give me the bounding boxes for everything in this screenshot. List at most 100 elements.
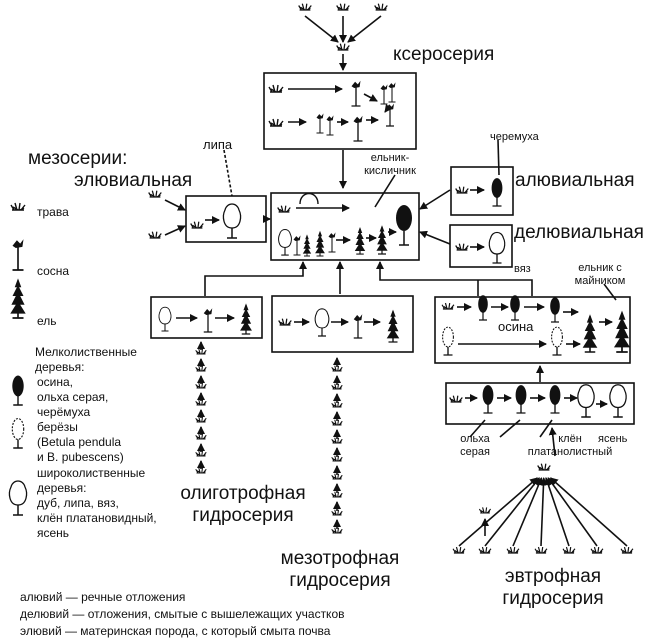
eutrophic-upper-box — [434, 296, 631, 364]
legend-smallleaf-dark: осина, ольха серая, черёмуха — [37, 375, 109, 419]
pine-icon — [326, 115, 334, 136]
grass-icon — [331, 401, 343, 408]
spruce-icon — [376, 225, 388, 255]
grass-icon — [195, 450, 207, 457]
spruce-icon — [386, 309, 400, 343]
grass-icon — [534, 546, 548, 554]
eutrophic-lower-box — [445, 382, 635, 425]
arrow-delu-to-climax — [419, 230, 451, 245]
grass-icon — [562, 546, 576, 554]
arrow-xero-b — [363, 93, 378, 102]
arrow-eutro-fan-0 — [458, 477, 538, 547]
klen-label: клён платанолистный — [527, 433, 613, 458]
alluvial-box — [450, 166, 514, 216]
grass-icon — [506, 546, 520, 554]
grass-icon — [331, 473, 343, 480]
grass-icon — [148, 231, 162, 239]
vyaz-label: вяз — [514, 263, 531, 275]
dark-deciduous-icon — [550, 297, 560, 323]
pine-icon — [351, 80, 361, 107]
olha-pointer-2 — [499, 419, 521, 438]
spruce-icon — [240, 303, 252, 335]
spruce-icon — [315, 230, 325, 257]
alluvial-label: алювиальная — [515, 170, 635, 191]
pine-icon — [353, 314, 363, 339]
arrow-oligo-to-climax — [204, 261, 307, 296]
elnik-maynik-pointer — [603, 283, 617, 301]
arrow-allu-to-climax — [419, 189, 451, 210]
climax-box — [270, 192, 420, 261]
grass-icon — [374, 3, 388, 11]
grass-icon — [277, 205, 291, 213]
pine-icon — [388, 82, 396, 103]
klen-pointer — [539, 419, 553, 438]
arrow-xero-in-1 — [304, 15, 339, 43]
xeroseries-label: ксеросерия — [393, 44, 495, 65]
spruce-icon — [582, 314, 598, 353]
grass-icon — [195, 365, 207, 372]
yasen-label: ясень — [598, 433, 628, 445]
oligotrophic-label: олиготрофная гидросерия — [180, 483, 306, 526]
grass-icon — [331, 365, 343, 372]
legend-broadleaf-list: дуб, липа, вяз, клён платановидный, ясен… — [37, 496, 157, 540]
arrow-xero-in-3 — [347, 15, 382, 43]
oligotrophic-box — [150, 296, 263, 339]
grass-icon — [537, 463, 551, 471]
birch-icon — [551, 326, 563, 356]
elnik-maynik-label: ельник с майником — [574, 262, 626, 287]
grass-icon — [331, 527, 343, 534]
dark-deciduous-icon — [12, 375, 24, 406]
osina-label: осина — [498, 319, 534, 334]
dark-deciduous-icon — [482, 385, 494, 414]
arrow-eluv-a — [164, 199, 186, 211]
grass-icon — [455, 243, 469, 251]
grass-icon — [195, 348, 207, 355]
footnote-eluvium: элювий — материнская порода, с который с… — [20, 624, 331, 638]
grass-icon — [195, 433, 207, 440]
mesotrophic-label: мезотрофная гидросерия — [280, 548, 400, 591]
arrow-eutro-fan-1 — [484, 477, 540, 547]
grass-icon — [195, 399, 207, 406]
xeroseries-box — [263, 72, 417, 150]
arrow-eutro-to-climax — [376, 261, 533, 296]
grass-icon — [190, 221, 204, 229]
grass-icon — [452, 546, 466, 554]
grass-icon — [478, 546, 492, 554]
grass-icon — [331, 491, 343, 498]
arrow-eutro-fan-6 — [549, 477, 628, 547]
grass-icon — [268, 84, 284, 93]
pine-icon — [316, 113, 324, 134]
lipa-label: липа — [203, 137, 233, 152]
grass-icon — [10, 202, 26, 211]
mesoseries-label: мезосерии: — [28, 148, 128, 169]
cheremukha-label: черемуха — [490, 131, 539, 143]
pine-icon — [293, 235, 301, 256]
grass-icon — [195, 382, 207, 389]
broadleaf-icon — [609, 384, 627, 418]
legend-pine-label: сосна — [37, 264, 70, 278]
pine-icon — [12, 239, 24, 271]
arrow-eutro-fan-3 — [539, 477, 548, 547]
broadleaf-icon — [158, 306, 172, 332]
grass-icon — [195, 467, 207, 474]
grass-icon — [298, 3, 312, 11]
broadleaf-icon — [577, 384, 595, 418]
olha-label: ольха серая — [460, 433, 490, 458]
grass-icon — [331, 383, 343, 390]
elnik-pointer — [374, 174, 396, 208]
grass-icon — [278, 318, 292, 326]
eluvial-label: элювиальная — [74, 170, 193, 191]
arrow-eutro-fan-2 — [512, 477, 543, 547]
arrow-eluv-b — [164, 225, 186, 236]
spruce-icon — [10, 278, 26, 319]
legend-birch: берёзы (Betula pendula и B. pubescens) — [37, 420, 124, 464]
grass-icon — [331, 419, 343, 426]
pine-icon — [328, 232, 336, 253]
grass-icon — [331, 437, 343, 444]
footnote-deluvium: делювий — отложения, смытые с вышележащи… — [20, 607, 345, 621]
eutrophic-label: эвтрофная гидросерия — [502, 566, 604, 609]
lipa-pointer — [223, 149, 233, 197]
legend-spruce-label: ель — [37, 314, 57, 328]
